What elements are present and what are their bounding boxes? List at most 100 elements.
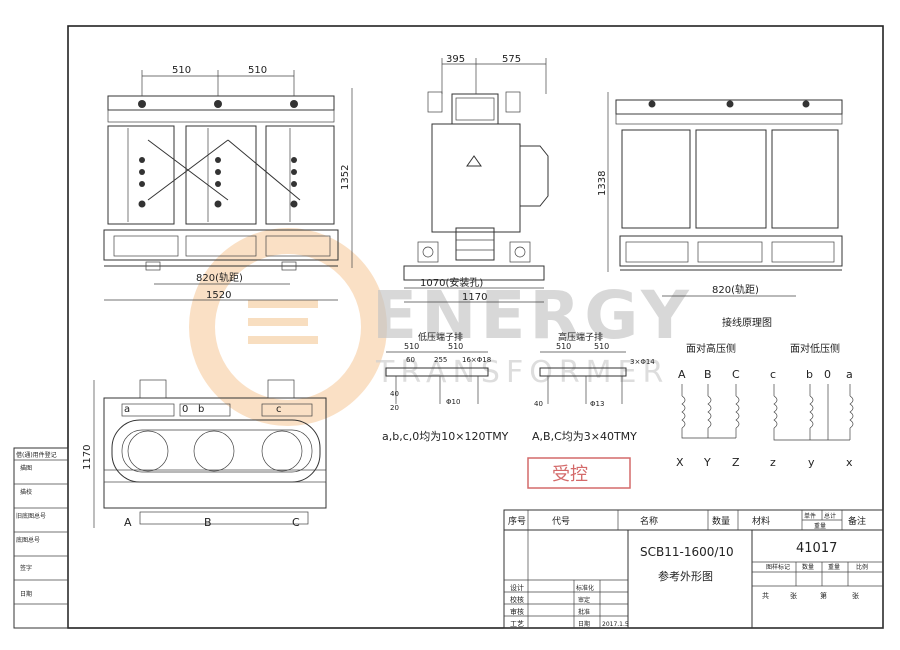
- tb-footer-total-1: 共: [762, 591, 769, 600]
- tb-role-review: 审核: [510, 607, 524, 616]
- wiring-lv-top-b: b: [806, 368, 813, 381]
- tb-date: 2017.1.5: [602, 621, 629, 628]
- tb-header-unit: 单件: [804, 512, 816, 520]
- wiring-hv-top-B: B: [704, 368, 712, 381]
- tb-header-weight: 重量: [814, 522, 826, 530]
- tb-header-total: 总计: [824, 512, 836, 520]
- tb-role-check: 校核: [510, 595, 524, 604]
- wiring-hv-bottom-X: X: [676, 456, 684, 469]
- tb-role-standard: 标准化: [576, 584, 594, 592]
- side-dim-mount: 1070(安装孔): [420, 276, 483, 289]
- front-dim-width: 1520: [206, 290, 231, 301]
- busbar-high-title: 高压端子排: [558, 331, 603, 343]
- busbar-high-dim-5: Φ13: [590, 400, 604, 408]
- busbar-high-dim-3: 3×Φ14: [630, 358, 655, 366]
- wiring-hv-top-A: A: [678, 368, 686, 381]
- busbar-low-dim-1: 510: [404, 342, 419, 351]
- tb-header-code: 代号: [552, 516, 570, 527]
- tb-header-remark: 备注: [848, 515, 866, 527]
- tb-role-process: 工艺: [510, 620, 524, 628]
- left-strip: 借(通)用件登记 描图 描校 旧底图总号 底图总号 签字 日期: [13, 447, 69, 629]
- side-dim-top-left: 395: [446, 54, 465, 65]
- tb-role-approve-tech: 审定: [578, 596, 590, 604]
- wiring-lv-side: 面对低压侧: [790, 342, 840, 355]
- strip-item-6: 签字: [20, 564, 32, 572]
- busbar-low-dim-4: 255: [434, 356, 447, 364]
- wiring-lv-top-c: c: [770, 368, 776, 381]
- busbar-high-dim-1: 510: [556, 342, 571, 351]
- wiring-diagram: 接线原理图 面对高压侧 面对低压侧 A B C X Y Z c b 0 a z …: [676, 316, 854, 469]
- rear-view: 1338 820(轨距): [597, 92, 843, 297]
- wiring-title: 接线原理图: [722, 316, 772, 329]
- front-view: 510 510 1352 820(轨距) 1520: [103, 65, 353, 301]
- strip-item-2: 描图: [20, 464, 32, 472]
- wiring-lv-bottom-x: x: [846, 456, 853, 469]
- wiring-hv-side: 面对高压侧: [686, 342, 736, 355]
- tb-drawing-no: 41017: [796, 541, 837, 556]
- tb-footer-sheet-2: 张: [852, 591, 859, 600]
- top-view: 1170 a 0 b c A B C: [82, 379, 327, 529]
- busbar-low-dim-6: 40: [390, 390, 399, 398]
- busbar-high-note: A,B,C均为3×40TMY: [532, 430, 637, 443]
- front-dim-top-left: 510: [172, 65, 191, 76]
- strip-item-3: 描校: [20, 488, 32, 496]
- front-dim-height: 1352: [340, 165, 351, 190]
- tb-sub-qty: 数量: [802, 563, 814, 571]
- tb-drawing-name: 参考外形图: [658, 569, 713, 583]
- wiring-lv-top-a: a: [846, 368, 853, 381]
- tb-header-material: 材料: [752, 515, 770, 527]
- sheet-border: [67, 25, 884, 629]
- wiring-hv-bottom-Z: Z: [732, 456, 740, 469]
- busbar-low-note: a,b,c,0均为10×120TMY: [382, 430, 509, 443]
- tb-footer-total-2: 张: [790, 591, 797, 600]
- watermark-logo: ENERGY TRANSFORMER: [189, 228, 693, 426]
- rear-dim-rail: 820(轨距): [712, 283, 759, 296]
- busbar-high-dim-2: 510: [594, 342, 609, 351]
- tb-sub-scale: 比例: [856, 563, 868, 571]
- title-block: 序号 代号 名称 数量 材料 单件 总计 重量 备注 SCB11-1600/10…: [503, 509, 884, 629]
- side-dim-width: 1170: [462, 292, 487, 303]
- tb-header-name: 名称: [640, 515, 658, 527]
- busbar-low-dim-2: 510: [448, 342, 463, 351]
- wiring-lv-bottom-z: z: [770, 456, 776, 469]
- strip-item-1: 借(通)用件登记: [16, 451, 57, 459]
- busbar-low-title: 低压端子排: [418, 331, 463, 343]
- watermark-subtitle: TRANSFORMER: [375, 355, 669, 390]
- tb-header-no: 序号: [508, 515, 526, 527]
- busbar-low-dim-7: 20: [390, 404, 399, 412]
- tb-model: SCB11-1600/10: [640, 545, 734, 559]
- tb-sub-weight: 重量: [828, 563, 840, 571]
- tb-role-date: 日期: [578, 620, 590, 628]
- front-dim-rail: 820(轨距): [196, 271, 243, 284]
- busbar-low-dim-8: Φ10: [446, 398, 460, 406]
- wiring-lv-top-0: 0: [824, 368, 831, 381]
- busbar-high-dim-4: 40: [534, 400, 543, 408]
- wiring-hv-top-C: C: [732, 368, 740, 381]
- busbar-low-dim-3: 60: [406, 356, 415, 364]
- tb-role-design: 设计: [510, 583, 524, 592]
- control-stamp: 受控: [527, 457, 631, 489]
- rear-dim-height: 1338: [597, 171, 608, 196]
- tb-role-approve: 批准: [578, 608, 590, 616]
- tb-sub-mark: 图样标记: [766, 563, 790, 571]
- top-terminal-c: c: [276, 404, 282, 415]
- wiring-hv-bottom-Y: Y: [703, 456, 711, 469]
- watermark-brand: ENERGY: [372, 277, 693, 354]
- top-terminal-A: A: [124, 516, 132, 529]
- side-view: 395 575 1070(安装孔) 1170: [403, 54, 549, 303]
- tb-footer-sheet-1: 第: [820, 591, 827, 600]
- top-terminal-B: B: [204, 516, 212, 529]
- front-dim-top-right: 510: [248, 65, 267, 76]
- top-terminal-C: C: [292, 516, 300, 529]
- top-terminal-b: b: [198, 404, 204, 415]
- busbar-details: 低压端子排 高压端子排 510 510 60 255 16×Φ18 40 20 …: [382, 331, 655, 443]
- wiring-lv-bottom-y: y: [808, 456, 815, 469]
- strip-item-5: 底图总号: [16, 536, 40, 544]
- tb-header-qty: 数量: [712, 515, 730, 527]
- strip-item-4: 旧底图总号: [16, 512, 46, 520]
- busbar-low-dim-5: 16×Φ18: [462, 356, 491, 364]
- top-dim-height: 1170: [82, 445, 93, 470]
- top-terminal-0: 0: [182, 404, 188, 415]
- side-dim-top-right: 575: [502, 54, 521, 65]
